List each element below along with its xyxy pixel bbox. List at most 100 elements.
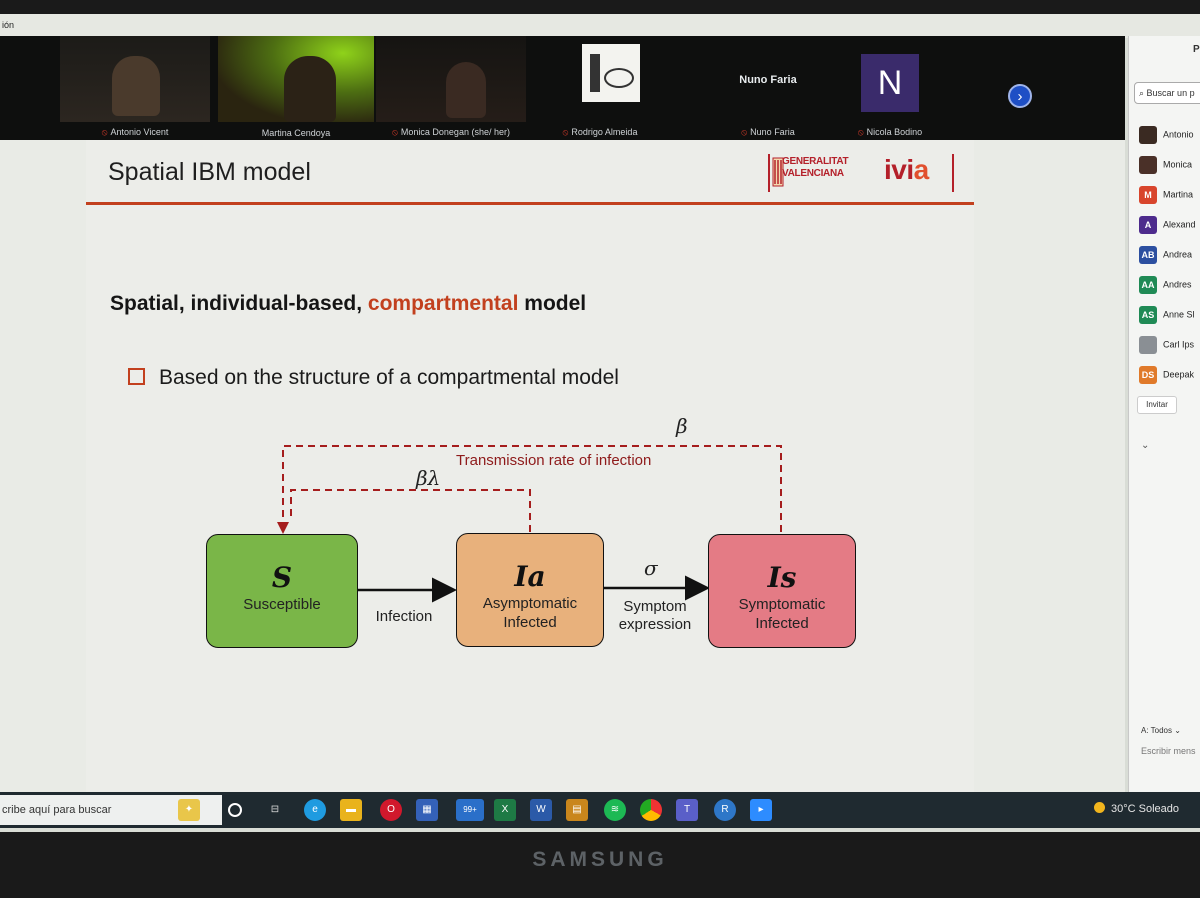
participant-list-name: Monica bbox=[1163, 159, 1193, 170]
muted-mic-icon: ⦸ bbox=[857, 127, 864, 137]
logo-line-2: VALENCIANA bbox=[782, 168, 844, 179]
participant-list-name: Carl Ips bbox=[1163, 339, 1195, 350]
logo-divider bbox=[952, 154, 954, 192]
participant-search-input[interactable]: ⌕ Buscar un p bbox=[1134, 82, 1200, 104]
teams-icon[interactable]: T bbox=[676, 799, 698, 821]
node-symbol: S bbox=[271, 561, 293, 594]
participant-avatar: A bbox=[1139, 216, 1157, 234]
logo-divider bbox=[768, 154, 770, 192]
chat-to-select[interactable]: Todos bbox=[1150, 726, 1172, 735]
node-label-line-1: Asymptomatic bbox=[482, 595, 578, 612]
participant-name: Martina Cendoya bbox=[261, 128, 331, 138]
monitor-screen: ión ⦸Antonio Vicent Martina Cendoya ⦸Mon… bbox=[0, 14, 1200, 832]
participant-avatar: AB bbox=[1139, 246, 1157, 264]
node-symptomatic-infected: Is Symptomatic Infected bbox=[708, 534, 856, 648]
participant-list-item[interactable]: Antonio bbox=[1139, 126, 1194, 148]
diagram-arrows bbox=[277, 445, 782, 603]
person-silhouette bbox=[112, 56, 160, 116]
participant-list-name: Antonio bbox=[1163, 129, 1194, 140]
transmission-arrowhead-icon bbox=[277, 522, 289, 534]
node-label-line-2: Infected bbox=[503, 614, 557, 631]
muted-mic-icon: ⦸ bbox=[562, 127, 569, 137]
excel-icon[interactable]: X bbox=[494, 799, 516, 821]
participant-list-name: Deepak bbox=[1163, 369, 1195, 380]
edge-label-line-1: Symptom bbox=[623, 598, 687, 615]
next-page-button[interactable]: › bbox=[1008, 84, 1032, 108]
r-project-icon[interactable]: R bbox=[714, 799, 736, 821]
video-feed bbox=[218, 36, 374, 122]
notes-icon[interactable]: ▤ bbox=[566, 799, 588, 821]
shared-slide: Spatial IBM model GENERALITAT VALENCIANA… bbox=[0, 140, 1125, 806]
bullet-text: Based on the structure of a compartmenta… bbox=[159, 366, 619, 389]
participant-center-name: Nuno Faria bbox=[739, 74, 797, 86]
opera-browser-icon[interactable]: O bbox=[380, 799, 402, 821]
node-label-line-2: Infected bbox=[755, 615, 809, 632]
ivia-logo: ivia bbox=[884, 154, 929, 186]
node-asymptomatic-infected: Ia Asymptomatic Infected bbox=[456, 533, 604, 647]
monitor-brand-logo: SAMSUNG bbox=[532, 848, 668, 871]
participant-list-name: Andres bbox=[1163, 279, 1192, 290]
video-tile-rodrigo[interactable]: ⦸Rodrigo Almeida bbox=[530, 36, 670, 140]
video-tile-nicola[interactable]: N ⦸Nicola Bodino bbox=[830, 36, 950, 140]
participant-list-name: Martina bbox=[1163, 189, 1194, 200]
participant-avatar bbox=[1139, 336, 1157, 354]
video-tile-nuno[interactable]: Nuno Faria ⦸Nuno Faria bbox=[680, 36, 856, 140]
search-icon: ⌕ bbox=[1139, 88, 1147, 98]
chat-recipient[interactable]: A: Todos ⌄ bbox=[1141, 726, 1181, 735]
windows-taskbar: cribe aquí para buscar ✦ ⊟ e ▬ O ▦ 99+ X… bbox=[0, 792, 1200, 828]
participant-avatar bbox=[1139, 126, 1157, 144]
tower-icon bbox=[590, 54, 600, 92]
ivia-logo-accent: a bbox=[913, 154, 930, 185]
word-icon[interactable]: W bbox=[530, 799, 552, 821]
video-tile-antonio[interactable]: ⦸Antonio Vicent bbox=[60, 36, 210, 140]
window-title-bar: ión bbox=[0, 14, 1200, 38]
video-tile-monica[interactable]: ⦸Monica Donegan (she/ her) bbox=[376, 36, 526, 140]
task-view-icon[interactable]: ⊟ bbox=[270, 804, 280, 815]
sun-icon bbox=[1094, 802, 1105, 813]
compartment-diagram: S Susceptible Ia Asymptomatic Infected I… bbox=[0, 140, 1125, 806]
square-bullet-icon bbox=[128, 368, 145, 385]
logo-area: GENERALITAT VALENCIANA ivia bbox=[768, 150, 956, 196]
sigma-label: σ bbox=[644, 556, 658, 580]
title-underline bbox=[86, 202, 974, 205]
beta-lambda-label: βλ bbox=[416, 466, 441, 490]
store-icon[interactable]: ▦ bbox=[416, 799, 438, 821]
subtitle-part-2: model bbox=[524, 292, 587, 315]
file-explorer-icon[interactable]: ▬ bbox=[340, 799, 362, 821]
chevron-down-icon[interactable]: ⌄ bbox=[1141, 440, 1150, 451]
participant-avatar bbox=[1139, 156, 1157, 174]
search-highlight-icon[interactable]: ✦ bbox=[178, 799, 200, 821]
spotify-icon[interactable]: ≋ bbox=[604, 799, 626, 821]
slide-title: Spatial IBM model bbox=[108, 158, 311, 186]
video-tile-martina[interactable]: Martina Cendoya bbox=[218, 36, 374, 140]
participant-list-item[interactable]: Carl Ips bbox=[1139, 336, 1194, 358]
participant-avatar: AS bbox=[1139, 306, 1157, 324]
weather-text: 30°C Soleado bbox=[1111, 803, 1180, 815]
chat-to-prefix: A: bbox=[1141, 726, 1149, 735]
video-strip: ⦸Antonio Vicent Martina Cendoya ⦸Monica … bbox=[0, 36, 1125, 140]
edge-label-line-2: expression bbox=[618, 616, 692, 633]
subtitle-part-1: Spatial, individual-based, bbox=[110, 292, 363, 315]
search-placeholder: Buscar un p bbox=[1146, 88, 1195, 98]
chrome-icon[interactable] bbox=[640, 799, 662, 821]
mail-icon[interactable]: 99+ bbox=[456, 799, 484, 821]
zoom-icon[interactable]: ▸ bbox=[750, 799, 772, 821]
chat-input[interactable]: Escribir mens bbox=[1141, 746, 1196, 756]
participant-name: Antonio Vicent bbox=[110, 127, 169, 137]
cortana-icon[interactable] bbox=[228, 803, 242, 817]
edge-label-infection: Infection bbox=[375, 608, 433, 625]
beta-lambda-transmission-path bbox=[290, 489, 531, 532]
video-feed bbox=[376, 36, 526, 122]
coat-of-arms-icon bbox=[772, 157, 784, 187]
subtitle-highlight: compartmental bbox=[367, 292, 519, 315]
edge-browser-icon[interactable]: e bbox=[304, 799, 326, 821]
invite-button[interactable]: Invitar bbox=[1137, 396, 1177, 414]
weather-widget[interactable]: 30°C Soleado bbox=[1094, 802, 1179, 815]
participant-list-item[interactable]: Monica bbox=[1139, 156, 1192, 178]
